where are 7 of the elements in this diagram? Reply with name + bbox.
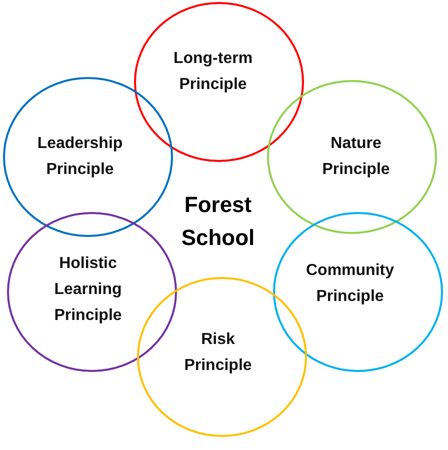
center-title: Forest School bbox=[180, 191, 256, 252]
principle-label: Long-term Principle bbox=[172, 49, 254, 95]
principle-label: Nature Principle bbox=[321, 134, 391, 180]
principle-label: Leadership Principle bbox=[36, 134, 124, 180]
principle-label: Community Principle bbox=[305, 261, 395, 307]
principle-label: Holistic Learning Principle bbox=[53, 254, 123, 326]
principle-label: Risk Principle bbox=[183, 330, 253, 376]
